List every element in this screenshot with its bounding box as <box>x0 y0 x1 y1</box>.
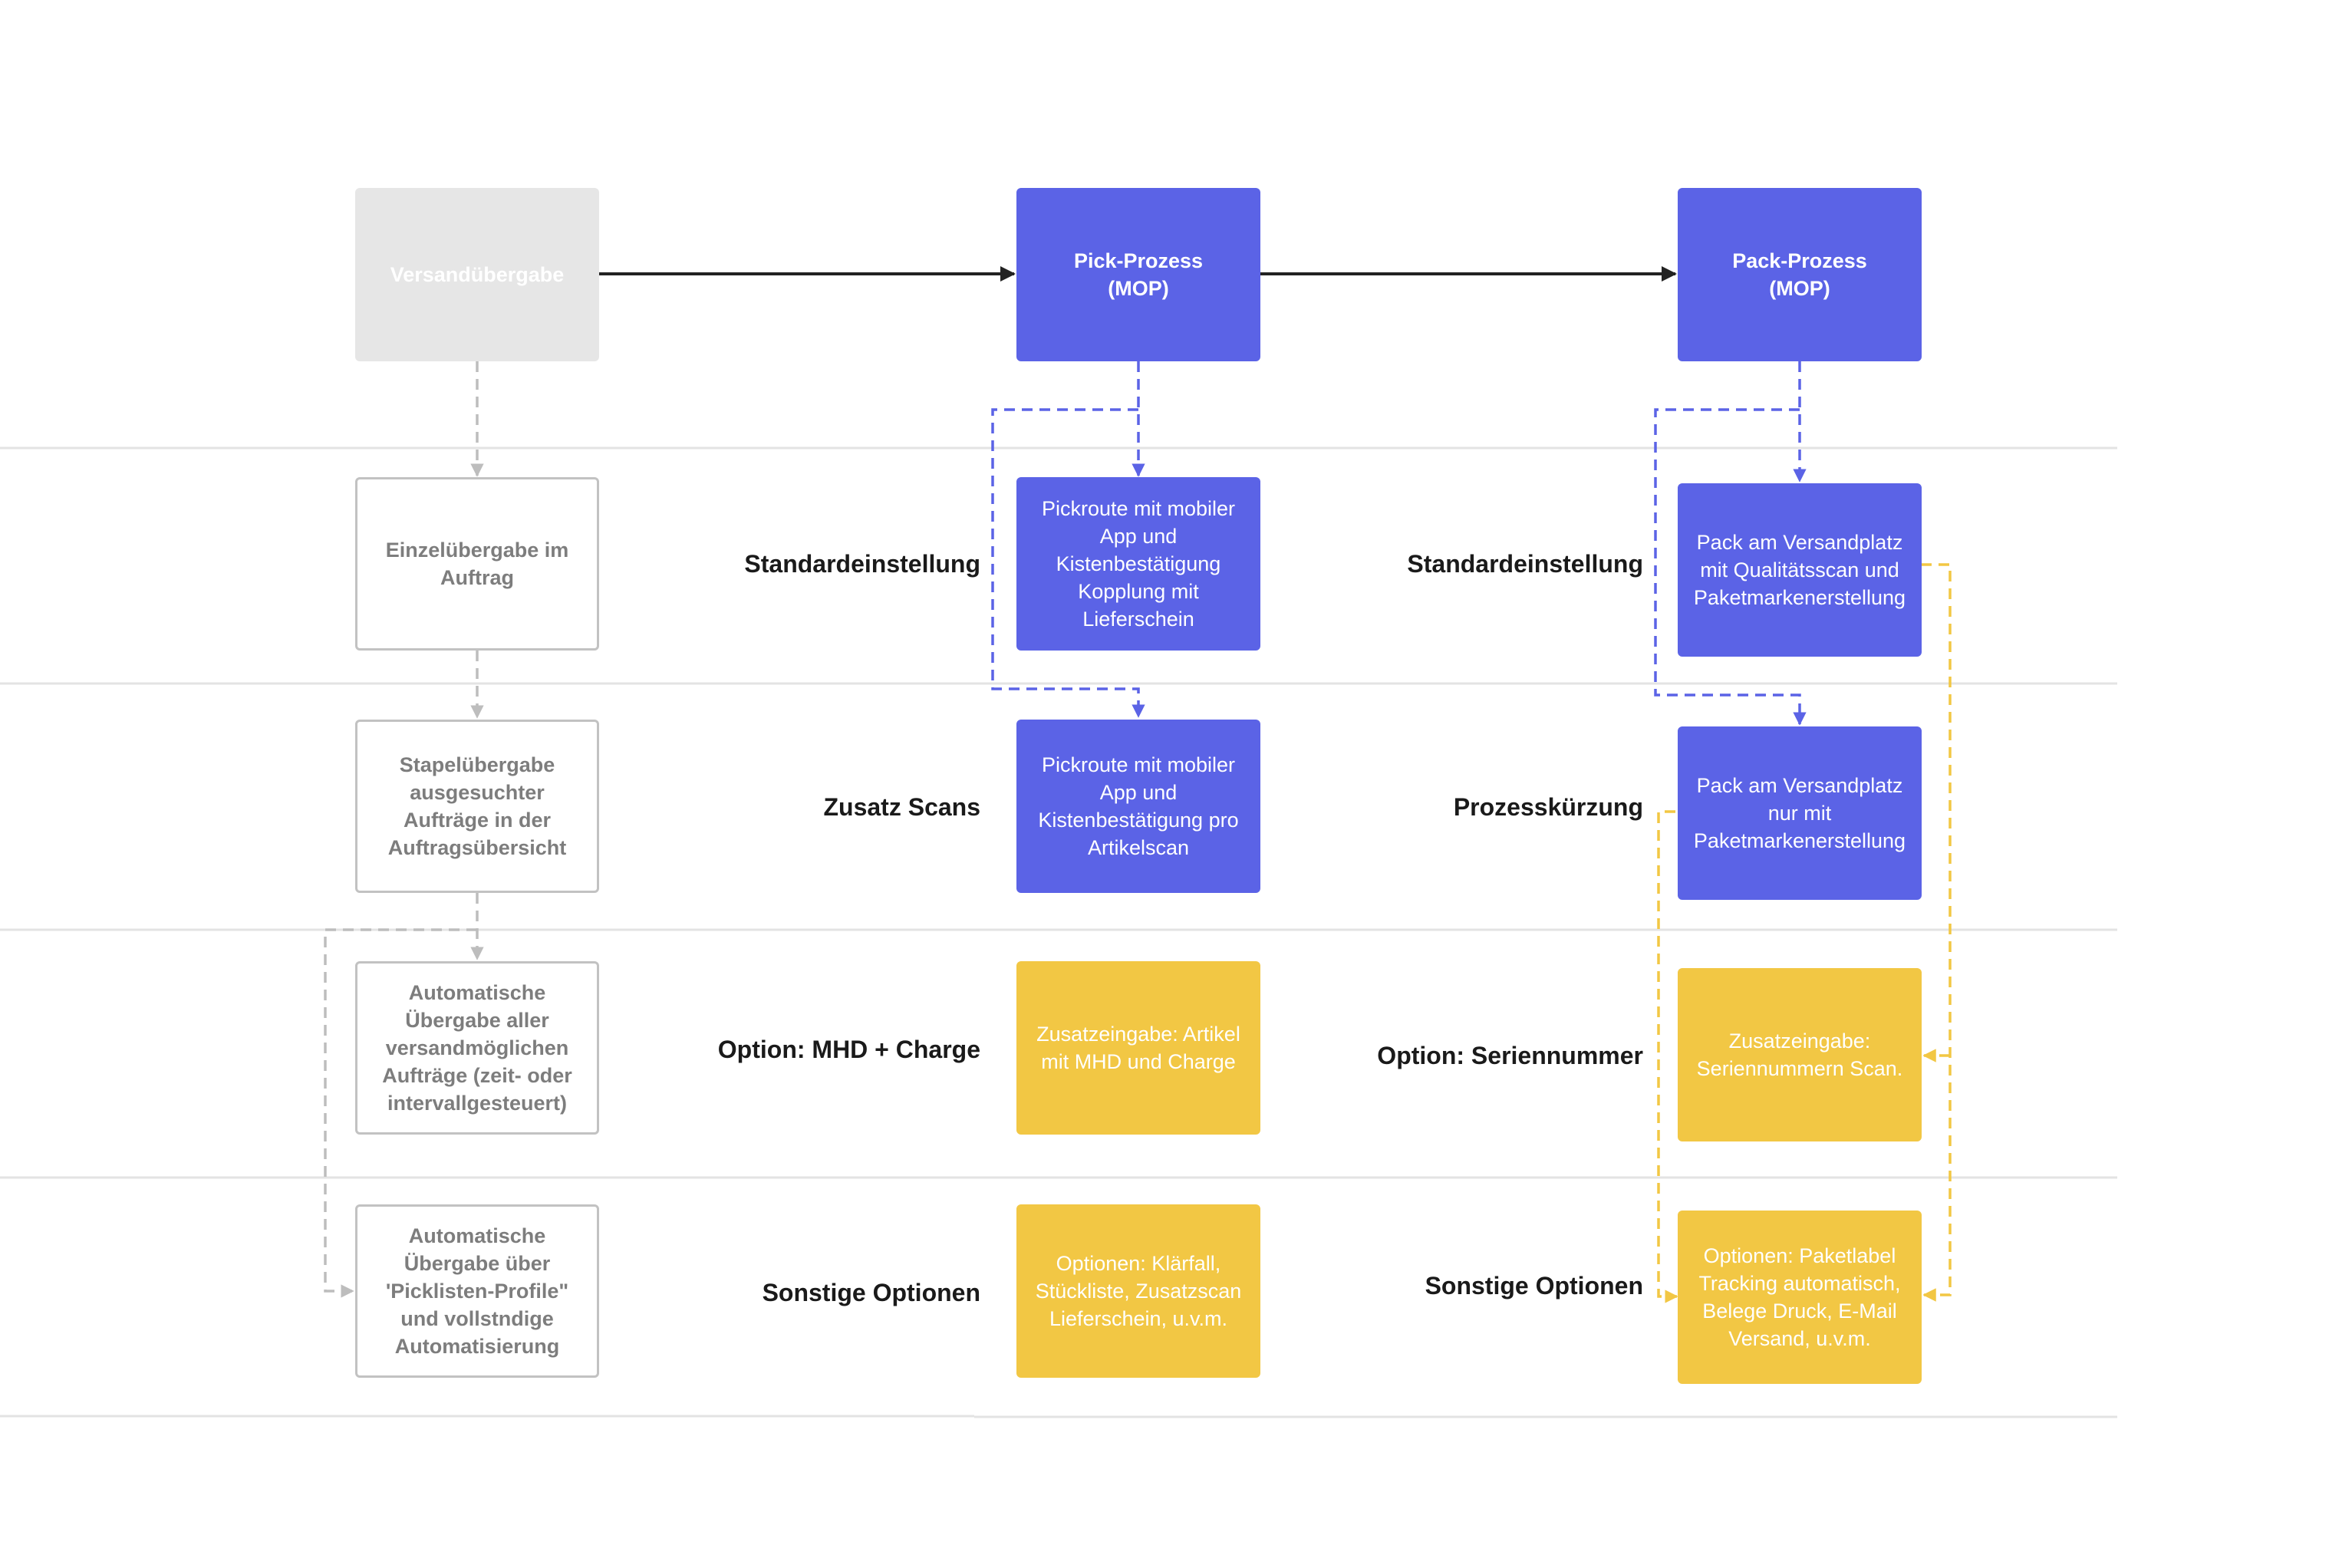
pack-box-text: Pack am Versandplatz mit Qualitätsscan u… <box>1693 531 1906 609</box>
pack-row-label-other: Sonstige Optionen <box>1425 1272 1643 1300</box>
pack-box-text: Pack am Versandplatz nur mit Paketmarken… <box>1693 774 1906 852</box>
pack-row-label-standard: Standardeinstellung <box>1407 550 1643 578</box>
pick-head-box[interactable]: Pick-Prozess (MOP) <box>1016 188 1260 361</box>
pick-row-label-standard: Standardeinstellung <box>744 550 980 578</box>
pick-box-text: Pickroute mit mobiler App und Kistenbest… <box>1041 497 1236 631</box>
pack-row-label-shortcut: Prozesskürzung <box>1453 793 1643 821</box>
pick-row-label-mhd: Option: MHD + Charge <box>717 1036 980 1063</box>
pick-standard-box[interactable]: Pickroute mit mobiler App und Kistenbest… <box>1016 477 1260 651</box>
pack-head-label: Pack-Prozess (MOP) <box>1732 249 1867 300</box>
pick-box-text: Zusatzeingabe: Artikel mit MHD und Charg… <box>1036 1023 1240 1073</box>
pack-box-text: Optionen: Paketlabel Tracking automatisc… <box>1698 1244 1901 1350</box>
pick-row-label-scans: Zusatz Scans <box>823 793 980 821</box>
handover-step-label: Automatische Übergabe aller versandmögli… <box>382 981 572 1115</box>
pick-row-label-other: Sonstige Optionen <box>762 1279 980 1306</box>
pick-box-text: Optionen: Klärfall, Stückliste, Zusatzsc… <box>1035 1252 1242 1330</box>
pack-head-box[interactable]: Pack-Prozess (MOP) <box>1678 188 1922 361</box>
pick-alt-arrow <box>991 408 1145 718</box>
pack-shortcut-box[interactable]: Pack am Versandplatz nur mit Paketmarken… <box>1678 726 1922 900</box>
pick-scans-box[interactable]: Pickroute mit mobiler App und Kistenbest… <box>1016 720 1260 893</box>
pack-standard-box[interactable]: Pack am Versandplatz mit Qualitätsscan u… <box>1678 483 1922 657</box>
handover-step-auto-interval[interactable]: Automatische Übergabe aller versandmögli… <box>355 961 599 1135</box>
pack-other-box[interactable]: Optionen: Paketlabel Tracking automatisc… <box>1678 1211 1922 1384</box>
handover-step-label: Stapelübergabe ausgesuchter Aufträge in … <box>387 753 567 859</box>
handover-step-single[interactable]: Einzelübergabe im Auftrag <box>355 477 599 651</box>
handover-step-batch[interactable]: Stapelübergabe ausgesuchter Aufträge in … <box>355 720 599 893</box>
handover-head-label: Versandübergabe <box>390 263 565 286</box>
pick-box-text: Pickroute mit mobiler App und Kistenbest… <box>1038 753 1239 859</box>
pick-mhd-box[interactable]: Zusatzeingabe: Artikel mit MHD und Charg… <box>1016 961 1260 1135</box>
handover-step-label: Automatische Übergabe über 'Picklisten-P… <box>385 1224 569 1358</box>
pack-alt-arrow <box>1654 408 1807 726</box>
pack-option-link-right <box>1921 563 1952 1302</box>
pack-box-text: Zusatzeingabe: Seriennummern Scan. <box>1696 1029 1903 1080</box>
handover-head-box[interactable]: Versandübergabe <box>355 188 599 361</box>
handover-step-auto-profiles[interactable]: Automatische Übergabe über 'Picklisten-P… <box>355 1204 599 1378</box>
handover-arrow-bypass <box>324 928 477 1298</box>
pick-head-label: Pick-Prozess (MOP) <box>1073 249 1204 300</box>
pack-option-link-left <box>1657 810 1678 1303</box>
pack-row-label-serial: Option: Seriennummer <box>1377 1042 1643 1069</box>
pick-other-box[interactable]: Optionen: Klärfall, Stückliste, Zusatzsc… <box>1016 1204 1260 1378</box>
pack-serial-box[interactable]: Zusatzeingabe: Seriennummern Scan. <box>1678 968 1922 1141</box>
handover-step-label: Einzelübergabe im Auftrag <box>385 539 569 589</box>
